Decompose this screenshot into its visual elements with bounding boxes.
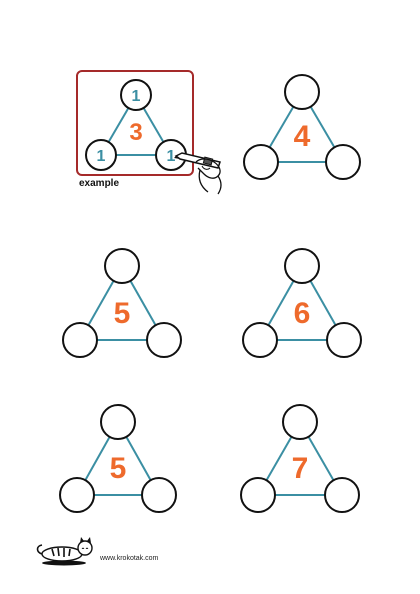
example-top-number: 1 [132,88,141,105]
puzzle-1-center-number: 4 [294,120,311,153]
puzzle-triangle-5: 7 [240,404,360,513]
site-url: www.krokotak.com [100,555,159,562]
puzzle-2-right-circle[interactable] [146,322,182,358]
footer: www.krokotak.com [34,536,158,566]
puzzle-1-top-circle[interactable] [284,74,320,110]
puzzle-1-right-circle[interactable] [325,144,361,180]
puzzle-2-center-number: 5 [114,297,131,330]
puzzle-1-left-circle[interactable] [243,144,279,180]
puzzle-triangle-3: 6 [242,248,362,358]
example-top-circle [120,79,152,111]
example-frame [76,70,194,176]
puzzle-triangle-1: 4 [243,74,361,180]
example-center-number: 3 [129,119,142,146]
example-right-number: 1 [167,148,176,165]
puzzle-4-center-number: 5 [110,452,127,485]
puzzle-5-left-circle[interactable] [240,477,276,513]
puzzle-3-center-number: 6 [294,297,311,330]
puzzle-2-left-circle[interactable] [62,322,98,358]
puzzle-5-top-circle[interactable] [282,404,318,440]
puzzle-4-right-circle[interactable] [141,477,177,513]
puzzle-3-left-circle[interactable] [242,322,278,358]
pen-in-hand-icon [174,152,222,195]
example-label: example [79,178,120,189]
puzzle-4-top-circle[interactable] [100,404,136,440]
example-left-circle [85,139,117,171]
puzzle-2-top-circle[interactable] [104,248,140,284]
puzzle-5-right-circle[interactable] [324,477,360,513]
puzzle-4-left-circle[interactable] [59,477,95,513]
puzzle-triangle-2: 5 [62,248,182,358]
puzzle-3-top-circle[interactable] [284,248,320,284]
example-left-number: 1 [97,148,106,165]
puzzle-5-center-number: 7 [292,452,309,485]
sleeping-cat-logo [36,537,93,566]
puzzle-3-right-circle[interactable] [326,322,362,358]
puzzle-triangle-4: 5 [59,404,177,513]
